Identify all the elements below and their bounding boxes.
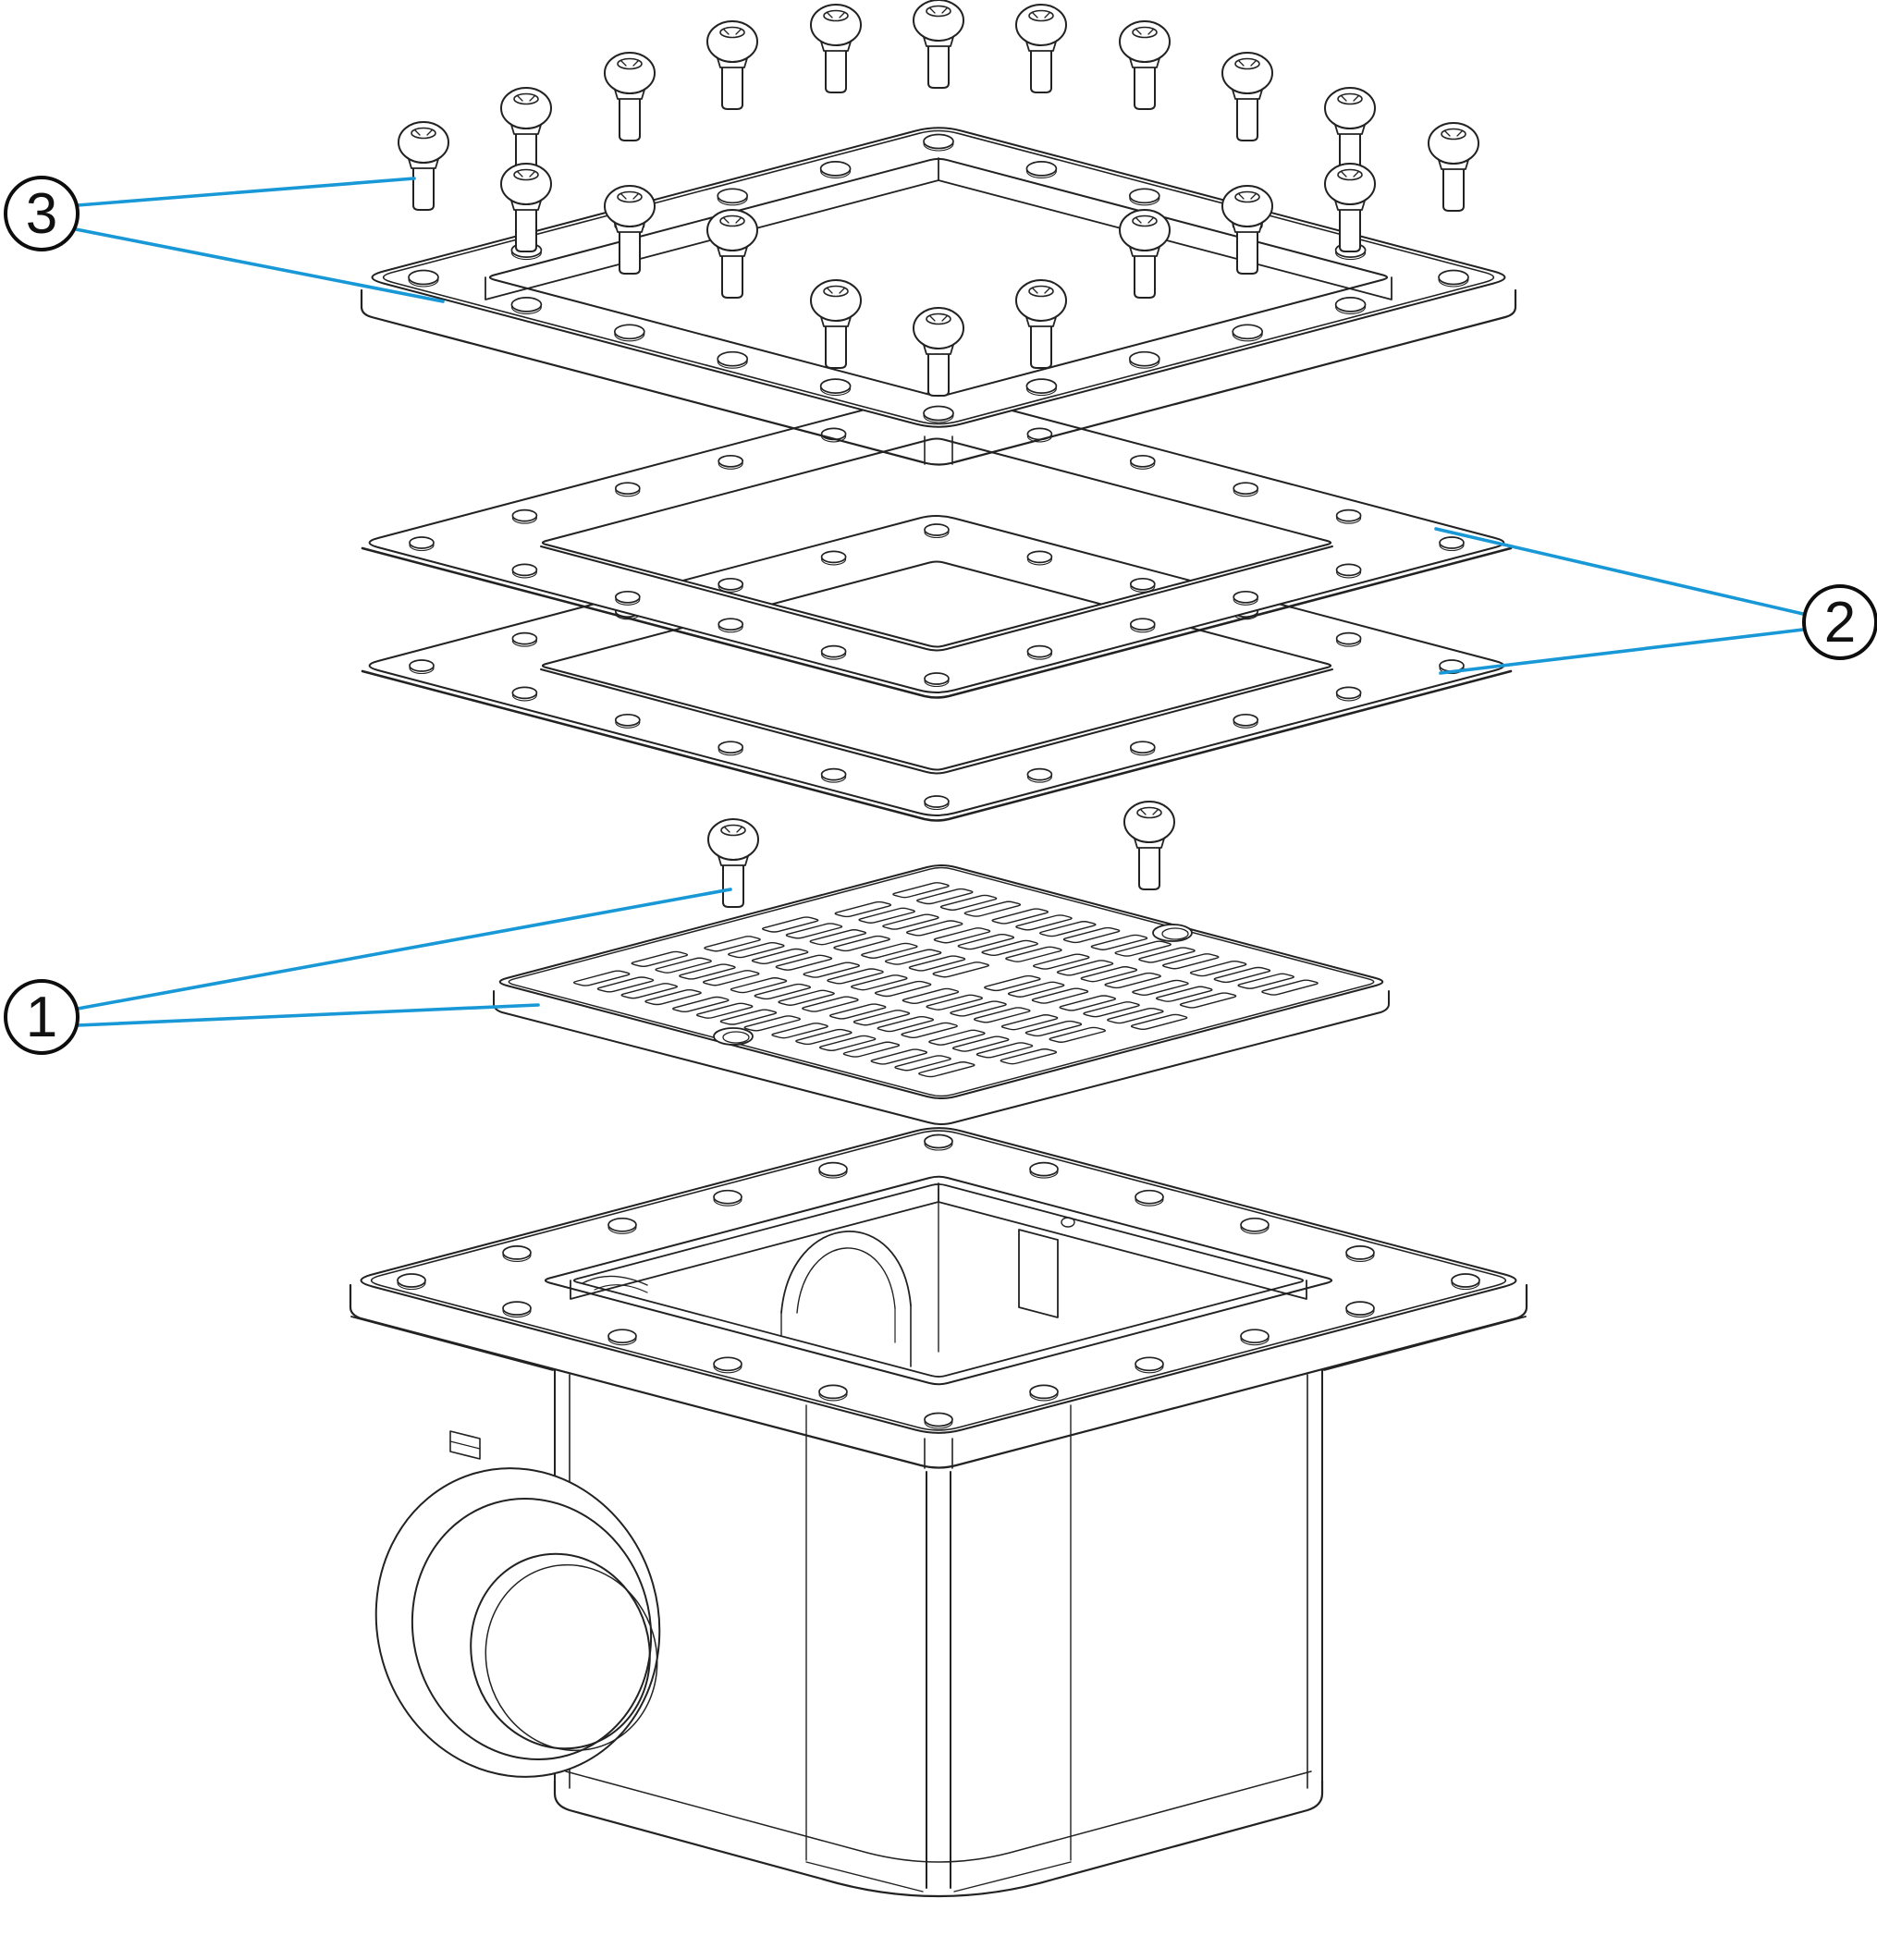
fastener-screws[interactable] <box>398 0 1479 908</box>
grate-slots <box>572 882 1319 1078</box>
screw[interactable] <box>1119 20 1171 110</box>
screw[interactable] <box>707 818 759 908</box>
body-interior <box>582 1188 1075 1367</box>
screw[interactable] <box>1324 87 1376 177</box>
screw[interactable] <box>706 209 758 299</box>
leader-lines <box>74 177 1805 1027</box>
screw[interactable] <box>398 121 449 211</box>
screw[interactable] <box>604 185 656 275</box>
callout-balloon-2[interactable]: 2 <box>1802 584 1877 660</box>
screw[interactable] <box>604 52 656 141</box>
screw[interactable] <box>500 87 552 177</box>
callout-balloon-1[interactable]: 1 <box>4 979 80 1055</box>
screw[interactable] <box>1015 279 1067 369</box>
screw[interactable] <box>913 307 964 397</box>
part-frame[interactable] <box>360 127 1517 466</box>
screw[interactable] <box>810 4 862 93</box>
screw[interactable] <box>810 279 862 369</box>
screw[interactable] <box>500 163 552 252</box>
part-grate[interactable] <box>493 864 1390 1125</box>
screw[interactable] <box>1119 209 1171 299</box>
screw[interactable] <box>1123 801 1175 890</box>
screw[interactable] <box>913 0 964 89</box>
screw[interactable] <box>1324 163 1376 252</box>
screw[interactable] <box>1221 52 1273 141</box>
part-body-sump-body[interactable] <box>349 1127 1528 1898</box>
callout-balloon-3[interactable]: 3 <box>4 176 80 251</box>
screw[interactable] <box>706 20 758 110</box>
pipe-outlet[interactable] <box>340 1435 696 1811</box>
screw[interactable] <box>1221 185 1273 275</box>
part-gasket-1[interactable] <box>361 392 1513 699</box>
screw[interactable] <box>1428 122 1479 212</box>
screw[interactable] <box>1015 4 1067 93</box>
